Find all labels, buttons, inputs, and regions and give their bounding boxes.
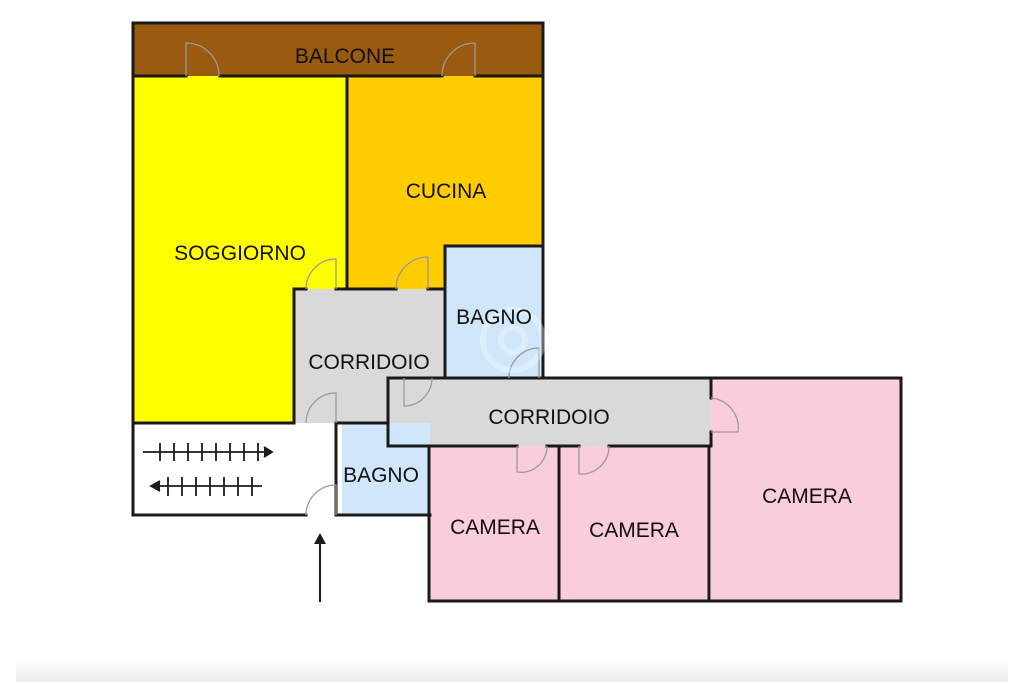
bagno-upper-area: [445, 246, 543, 378]
door-balcone-right: [441, 42, 476, 77]
watermark-logo: [480, 307, 546, 373]
camera-right-area: [711, 378, 901, 601]
balcone-label: BALCONE: [295, 45, 395, 68]
bagno-lower-area: [342, 423, 430, 514]
door-bagno-lower: [403, 377, 433, 407]
corridoio-lower-label: CORRIDOIO: [488, 406, 609, 429]
camera-mid-area: [559, 446, 709, 601]
stairs: [143, 443, 274, 496]
bottom-shadow-band: [16, 660, 1008, 682]
bagno-upper-label: BAGNO: [456, 306, 532, 329]
door-camera-left: [516, 445, 548, 473]
entrance-arrow-icon: [314, 533, 326, 602]
door-soggiorno: [305, 258, 337, 290]
corridoio-lower-area: [388, 378, 711, 446]
bagno-lower-label: BAGNO: [343, 464, 419, 487]
door-balcone-left: [185, 42, 220, 77]
door-swings: [185, 42, 739, 516]
soggiorno-label: SOGGIORNO: [174, 242, 306, 265]
camera-left-label: CAMERA: [450, 516, 540, 539]
door-entrance: [305, 484, 337, 516]
camera-mid-label: CAMERA: [589, 519, 679, 542]
door-camera-mid: [578, 445, 610, 475]
camera-left-area: [429, 446, 559, 601]
camera-right-label: CAMERA: [762, 485, 852, 508]
door-corridoio-link: [305, 392, 337, 424]
door-cucina: [395, 256, 429, 290]
door-bagno-upper: [508, 347, 540, 379]
corridoio-upper-label: CORRIDOIO: [308, 351, 429, 374]
cucina-label: CUCINA: [406, 180, 487, 203]
door-camera-right: [710, 397, 739, 433]
